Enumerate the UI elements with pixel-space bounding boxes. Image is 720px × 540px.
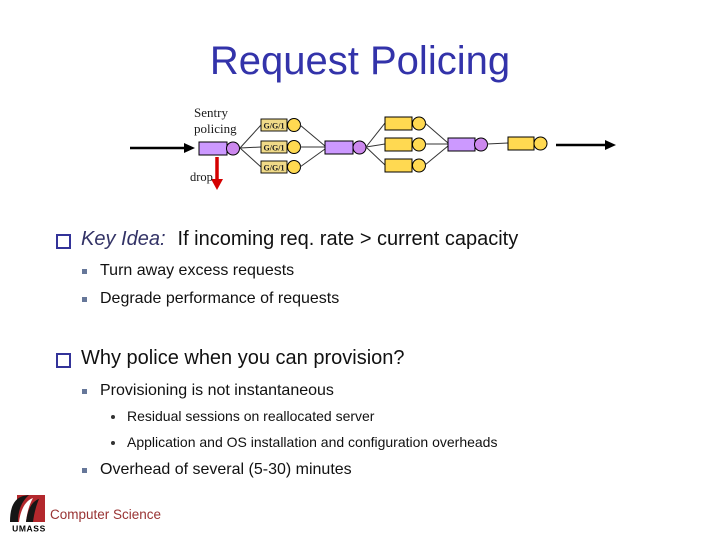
sub-bullet-text: Provisioning is not instantaneous — [100, 382, 334, 399]
tier3-queue — [447, 137, 488, 152]
small-square-bullet-icon — [82, 468, 87, 473]
outgoing-arrow-icon — [556, 140, 616, 150]
umass-logo: UMASS — [10, 495, 46, 534]
request-policing-diagram: Sentry policing drop G/G/1 G/G/1 G/G/1 — [130, 105, 616, 190]
key-idea-text: If incoming req. rate > current capacity — [177, 228, 519, 250]
why-police-text: Why police when you can provision? — [81, 347, 405, 369]
key-idea-emphasis: Key Idea: — [81, 228, 166, 250]
sentry-label-line2: policing — [194, 121, 237, 136]
subsub-bullet-text: Application and OS installation and conf… — [127, 434, 498, 450]
drop-label: drop — [190, 170, 213, 184]
key-idea-line: Key Idea: If incoming req. rate > current… — [81, 228, 518, 251]
dot-bullet-icon — [111, 415, 115, 419]
subsub-bullet-installation: Application and OS installation and conf… — [111, 434, 497, 450]
slide-title: Request Policing — [209, 39, 511, 83]
server-queue-bank — [384, 116, 426, 173]
subsub-bullet-text: Residual sessions on reallocated server — [127, 408, 375, 424]
incoming-arrow-icon — [130, 143, 195, 153]
bullet-why-police: Why police when you can provision? — [56, 347, 405, 370]
bullet-key-idea: Key Idea: If incoming req. rate > current… — [56, 228, 518, 251]
sub-bullet-text: Turn away excess requests — [100, 262, 295, 279]
sentry-queue — [198, 141, 240, 156]
umass-logo-text: UMASS — [12, 524, 46, 534]
dot-bullet-icon — [111, 441, 115, 445]
sub-bullet-degrade: Degrade performance of requests — [82, 290, 339, 308]
connector-lines-c — [365, 122, 386, 166]
sub-bullet-overhead: Overhead of several (5-30) minutes — [82, 461, 352, 479]
subsub-bullet-residual: Residual sessions on reallocated server — [111, 408, 374, 424]
connector-lines-d — [424, 122, 449, 166]
small-square-bullet-icon — [82, 297, 87, 302]
connector-line-e — [486, 142, 509, 145]
connector-lines-a — [239, 124, 262, 168]
tier2-queue — [324, 140, 367, 155]
sub-bullet-turn-away: Turn away excess requests — [82, 262, 294, 280]
hollow-square-bullet-icon — [56, 234, 71, 249]
output-queue — [507, 136, 548, 151]
sub-bullet-text: Overhead of several (5-30) minutes — [100, 461, 352, 478]
connector-lines-b — [299, 124, 326, 168]
sub-bullet-text: Degrade performance of requests — [100, 290, 340, 307]
small-square-bullet-icon — [82, 269, 87, 274]
ggl-label-3: G/G/1 — [264, 164, 285, 173]
sentry-label-line1: Sentry — [194, 105, 228, 120]
ggl-label-1: G/G/1 — [264, 122, 285, 131]
hollow-square-bullet-icon — [56, 353, 71, 368]
ggl-label-2: G/G/1 — [264, 144, 285, 153]
drop-arrow-icon — [211, 157, 223, 190]
sub-bullet-provisioning: Provisioning is not instantaneous — [82, 382, 334, 400]
small-square-bullet-icon — [82, 389, 87, 394]
department-label: Computer Science — [50, 507, 162, 522]
ggl-queue-bank: G/G/1 G/G/1 G/G/1 — [260, 118, 301, 174]
